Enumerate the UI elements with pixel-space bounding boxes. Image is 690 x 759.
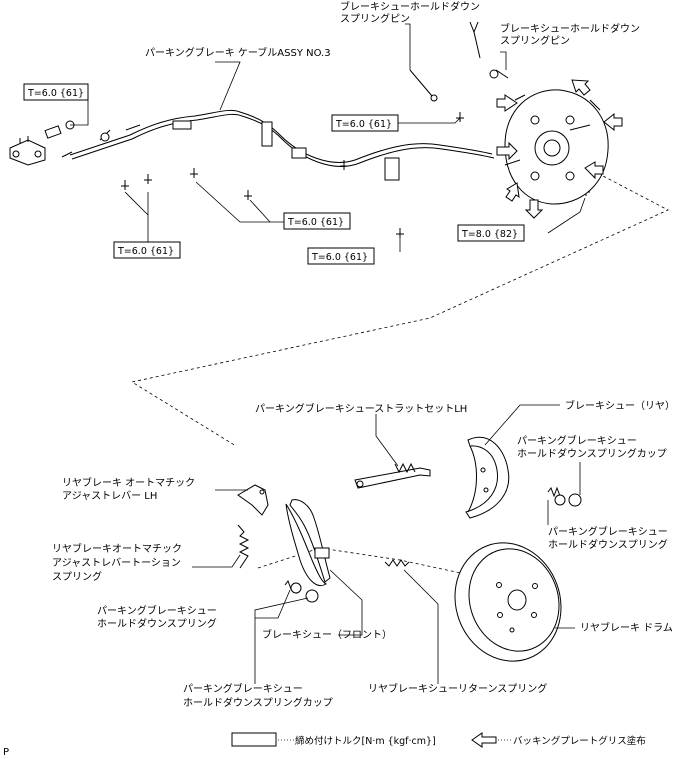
hold-down-spring-pin-right (489, 69, 509, 79)
hold-down-cup-right (568, 493, 582, 507)
parking-brake-cable (61, 109, 495, 181)
label-hold-down-cup-left-2: ホールドダウンスプリングカップ (183, 696, 333, 709)
grease-arrow-icon (471, 732, 497, 748)
dashed-zoom-outline (130, 164, 669, 447)
label-hold-down-spring-left-1: パーキングブレーキシュー (97, 604, 217, 617)
torque-box-6: T=8.0 {82} (457, 224, 525, 242)
cable-end-sleeve (44, 120, 75, 139)
label-auto-adjust-lever-1: リヤブレーキ オートマチック (62, 476, 195, 489)
cable-end-bracket (9, 136, 46, 166)
lever-torsion-spring (237, 524, 250, 569)
label-hold-down-pin-right-1: ブレーキシューホールドダウン (500, 22, 640, 35)
label-hold-down-pin-right-2: スプリングピン (500, 34, 570, 47)
hold-down-cup-left (305, 589, 319, 603)
backing-plate (504, 89, 609, 205)
torque-box-5: T=6.0 {61} (307, 247, 375, 265)
label-hold-down-cup-left-1: パーキングブレーキシュー (183, 682, 303, 695)
label-lever-return-spring-3: スプリング (52, 570, 102, 583)
hold-down-spring-right (547, 486, 566, 506)
label-lever-return-spring-1: リヤブレーキオートマチック (52, 542, 182, 555)
label-parking-cable: パーキングブレーキ ケーブルASSY NO.3 (145, 46, 331, 59)
svg-text:T=6.0 {61}: T=6.0 {61} (287, 217, 344, 228)
auto-adjust-lever (237, 484, 269, 516)
dashed-centerline (257, 547, 471, 576)
rear-brake-drum (454, 542, 562, 662)
svg-text:バッキングプレートグリス塗布: バッキングプレートグリス塗布 (513, 735, 646, 747)
leaders-lower (192, 404, 581, 684)
torque-box-4: T=6.0 {61} (113, 241, 181, 259)
hold-down-spring-left (284, 579, 302, 595)
legend-torque: 締め付けトルク[N·m {kgf·cm}] (231, 732, 436, 747)
label-shoe-rear: ブレーキシュー（リヤ） (565, 399, 675, 412)
label-shoe-front: ブレーキシュー（フロント） (262, 628, 392, 641)
legend-grease: バッキングプレートグリス塗布 (471, 732, 646, 748)
svg-text:T=6.0 {61}: T=6.0 {61} (335, 119, 392, 130)
shoe-return-spring (384, 559, 410, 567)
svg-text:T=8.0 {82}: T=8.0 {82} (461, 229, 518, 240)
strut-set (354, 462, 431, 489)
hold-down-spring-pin-top (409, 21, 481, 102)
torque-box-2: T=6.0 {61} (331, 114, 399, 132)
label-hold-down-cup-right-1: パーキングブレーキシュー (517, 434, 637, 447)
label-auto-adjust-lever-2: アジャストレバー LH (62, 490, 157, 502)
leaders-upper (70, 23, 586, 252)
label-hold-down-spring-right-2: ホールドダウンスプリング (548, 538, 668, 551)
svg-text:T=6.0 {61}: T=6.0 {61} (117, 246, 174, 257)
label-strut-set: パーキングブレーキシューストラットセットLH (255, 402, 467, 415)
brake-shoe-front (285, 499, 331, 586)
label-hold-down-pin-top-1: ブレーキシューホールドダウン (340, 0, 480, 13)
corner-mark: P (3, 747, 9, 758)
svg-text:T=6.0 {61}: T=6.0 {61} (311, 252, 368, 263)
brake-shoe-rear (465, 436, 510, 519)
label-hold-down-spring-right-1: パーキングブレーキシュー (548, 525, 668, 538)
torque-box-3: T=6.0 {61} (283, 212, 351, 230)
label-hold-down-cup-right-2: ホールドダウンスプリングカップ (517, 447, 667, 460)
svg-text:締め付けトルク[N·m {kgf·cm}]: 締め付けトルク[N·m {kgf·cm}] (295, 735, 436, 747)
torque-box-1: T=6.0 {61} (23, 83, 89, 101)
label-lever-return-spring-2: アジャストレバートーション (52, 557, 181, 569)
grease-arrows (496, 79, 623, 219)
label-rear-drum: リヤブレーキ ドラム (580, 621, 673, 634)
svg-text:T=6.0 {61}: T=6.0 {61} (27, 88, 84, 99)
label-hold-down-spring-left-2: ホールドダウンスプリング (97, 617, 217, 630)
label-shoe-return-spring: リヤブレーキシューリターンスプリング (368, 682, 547, 695)
label-hold-down-pin-top-2: スプリングピン (340, 12, 410, 25)
